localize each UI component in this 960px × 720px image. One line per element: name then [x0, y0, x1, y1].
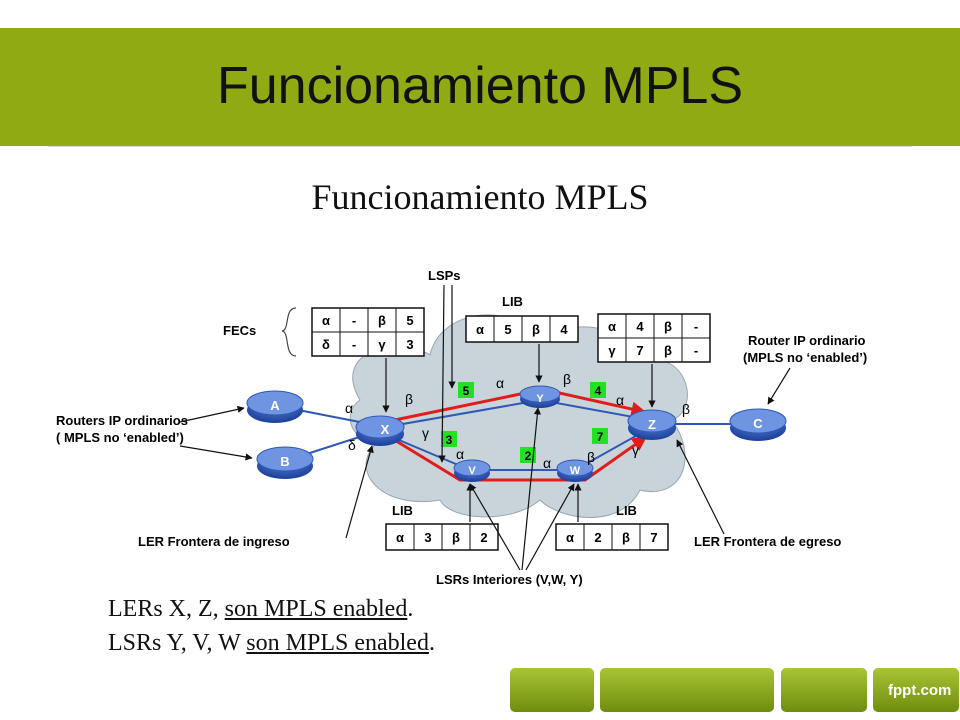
svg-text:5: 5	[406, 313, 413, 328]
footer-tab-1	[510, 668, 594, 712]
svg-text:Router IP ordinario: Router IP ordinario	[748, 333, 866, 348]
svg-text:β: β	[587, 449, 595, 465]
svg-text:γ: γ	[378, 337, 386, 352]
brand-logo: fppt.com	[888, 682, 952, 699]
link-greek-labels: α β γ δ α β α β α α β γ	[345, 371, 690, 471]
right-note: Router IP ordinario (MPLS no ‘enabled’)	[743, 333, 867, 365]
svg-text:γ: γ	[422, 425, 429, 441]
svg-text:-: -	[694, 343, 698, 358]
svg-text:α: α	[616, 392, 624, 408]
router-x-label: X	[381, 422, 390, 437]
label-4: 4	[590, 382, 606, 398]
ler-ingress-label: LER Frontera de ingreso	[138, 534, 290, 549]
router-y-label: Y	[536, 393, 544, 405]
router-a-label: A	[270, 398, 280, 413]
svg-text:7: 7	[597, 430, 604, 444]
footer-line-1: LERs X, Z, son MPLS enabled.	[108, 596, 414, 622]
router-x: X	[355, 415, 405, 446]
figure-title: Funcionamiento MPLS	[311, 177, 649, 217]
svg-text:β: β	[532, 322, 540, 337]
fecs-brace	[281, 307, 297, 357]
svg-text:β: β	[622, 530, 630, 545]
ler-egress-label: LER Frontera de egreso	[694, 534, 841, 549]
svg-text:β: β	[664, 343, 672, 358]
router-v-label: V	[468, 465, 476, 477]
z-table: α 4 β - γ 7 β -	[597, 313, 711, 363]
svg-text:α: α	[496, 375, 504, 391]
lib-top-table: α 5 β 4	[465, 315, 579, 343]
lsps-label: LSPs	[428, 268, 461, 283]
router-z: Z	[627, 409, 677, 440]
router-b: B	[256, 446, 314, 479]
svg-text:3: 3	[424, 530, 431, 545]
fecs-label: FECs	[223, 323, 256, 338]
svg-text:Routers IP ordinarios: Routers IP ordinarios	[56, 413, 188, 428]
svg-text:( MPLS no ‘enabled’): ( MPLS no ‘enabled’)	[56, 430, 184, 445]
svg-text:5: 5	[463, 384, 470, 398]
label-3: 3	[441, 431, 457, 447]
svg-text:α: α	[322, 313, 330, 328]
router-a: A	[246, 390, 304, 423]
svg-text:-: -	[694, 319, 698, 334]
svg-text:2: 2	[594, 530, 601, 545]
label-5: 5	[458, 382, 474, 398]
router-w: W	[556, 459, 594, 482]
router-w-label: W	[570, 465, 581, 477]
lib-w-label: LIB	[616, 503, 637, 518]
router-v: V	[453, 459, 491, 482]
svg-text:2: 2	[480, 530, 487, 545]
router-z-label: Z	[648, 417, 656, 432]
svg-text:3: 3	[446, 433, 453, 447]
svg-text:α: α	[476, 322, 484, 337]
svg-text:α: α	[345, 400, 353, 416]
svg-text:3: 3	[406, 337, 413, 352]
lib-v-label: LIB	[392, 503, 413, 518]
footer-tab-3	[781, 668, 867, 712]
svg-text:γ: γ	[632, 442, 639, 458]
svg-text:4: 4	[560, 322, 568, 337]
svg-text:4: 4	[595, 384, 602, 398]
svg-text:β: β	[405, 391, 413, 407]
svg-text:2: 2	[525, 449, 532, 463]
router-y: Y	[519, 385, 561, 408]
svg-text:α: α	[456, 446, 464, 462]
svg-text:7: 7	[636, 343, 643, 358]
svg-text:δ: δ	[322, 337, 330, 352]
page-title: Funcionamiento MPLS	[216, 57, 744, 115]
label-2: 2	[520, 447, 536, 463]
label-7: 7	[592, 428, 608, 444]
svg-text:α: α	[396, 530, 404, 545]
svg-text:β: β	[664, 319, 672, 334]
lib-w-table: α 2 β 7	[555, 523, 669, 551]
footer-tab-4	[873, 668, 959, 712]
svg-text:7: 7	[650, 530, 657, 545]
router-c: C	[729, 408, 787, 441]
svg-text:-: -	[352, 313, 356, 328]
svg-text:β: β	[452, 530, 460, 545]
svg-text:α: α	[543, 455, 551, 471]
lsr-label: LSRs Interiores (V,W, Y)	[436, 572, 583, 587]
svg-text:α: α	[566, 530, 574, 545]
svg-text:δ: δ	[348, 437, 356, 453]
svg-text:γ: γ	[608, 343, 616, 358]
svg-text:-: -	[352, 337, 356, 352]
lib-top-label: LIB	[502, 294, 523, 309]
left-note: Routers IP ordinarios ( MPLS no ‘enabled…	[56, 413, 188, 445]
svg-text:5: 5	[504, 322, 511, 337]
svg-text:β: β	[563, 371, 571, 387]
svg-text:β: β	[378, 313, 386, 328]
svg-text:β: β	[682, 401, 690, 417]
svg-text:4: 4	[636, 319, 644, 334]
footer-tab-2	[600, 668, 774, 712]
svg-text:α: α	[608, 319, 616, 334]
svg-text:(MPLS no ‘enabled’): (MPLS no ‘enabled’)	[743, 350, 867, 365]
title-bar	[0, 28, 960, 146]
fec-table: α - β 5 δ - γ 3	[311, 307, 425, 357]
footer-line-2: LSRs Y, V, W son MPLS enabled.	[108, 630, 435, 656]
router-b-label: B	[280, 454, 289, 469]
lib-v-table: α 3 β 2	[385, 523, 499, 551]
router-c-label: C	[753, 416, 763, 431]
